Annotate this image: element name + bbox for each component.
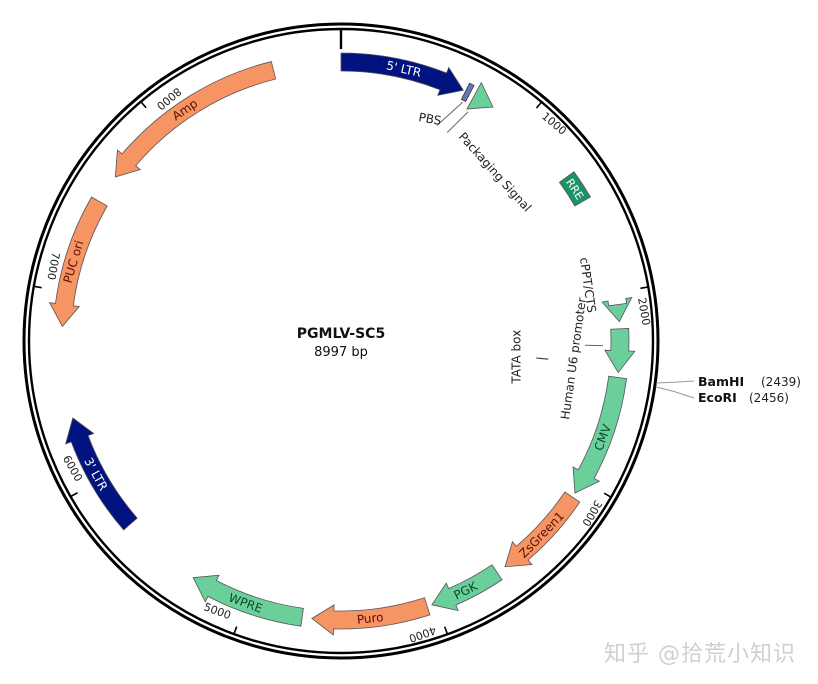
tick-label: 1000 <box>539 110 569 138</box>
tick-mark <box>33 285 42 289</box>
feature-puro: Puro <box>311 597 431 636</box>
feature-label: ZsGreen1 <box>516 509 567 561</box>
tick-mark <box>140 101 147 109</box>
feature-u6: Human U6 promoter <box>558 297 636 421</box>
feature-tata: TATA box <box>509 330 549 385</box>
site-bamhi-position: (2439) <box>761 375 801 389</box>
tick-mark <box>233 626 238 635</box>
site-ecori-position: (2456) <box>749 391 789 405</box>
feature-label: Packaging Signal <box>456 130 534 215</box>
tick-label: 4000 <box>407 623 438 645</box>
restriction-site-lines <box>655 380 695 399</box>
feature-label: TATA box <box>509 330 523 385</box>
site-leader-line <box>656 380 695 384</box>
plasmid-name: PGMLV-SC5 <box>297 326 385 342</box>
feature-pbs: PBS <box>417 82 475 128</box>
feature-label: Human U6 promoter <box>558 297 589 421</box>
tick-mark <box>443 626 449 635</box>
feature-ltr5: 5' LTR <box>340 52 464 96</box>
site-bamhi-name: BamHI <box>698 374 744 389</box>
feature-pgk: PGK <box>431 564 503 612</box>
tick-mark <box>640 286 649 290</box>
tick-mark <box>603 492 612 498</box>
tick-label: 7000 <box>44 251 62 281</box>
watermark: 知乎 @拾荒小知识 <box>604 642 796 667</box>
plasmid-size: 8997 bp <box>314 345 368 360</box>
tick-label: 2000 <box>635 297 653 327</box>
feature-cmv: CMV <box>572 375 627 494</box>
tick-mark <box>535 101 543 109</box>
restriction-sites: BamHI (2439) EcoRI (2456) <box>698 374 801 405</box>
feature-label: Puro <box>356 610 384 627</box>
feature-rre: RRE <box>558 171 591 207</box>
tick-mark <box>70 491 78 498</box>
site-ecori-name: EcoRI <box>698 390 737 405</box>
site-leader-line <box>655 386 695 399</box>
feature-packaging: Packaging Signal <box>446 81 534 215</box>
feature-label: PBS <box>417 110 442 128</box>
feature-amp: Amp <box>114 61 277 178</box>
